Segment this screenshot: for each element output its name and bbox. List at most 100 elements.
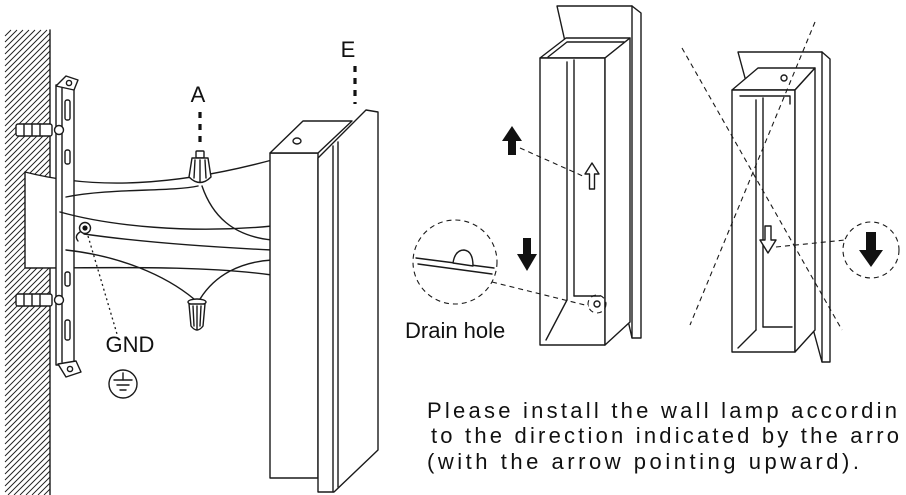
wall-hatch-line [4, 80, 51, 127]
housing-inner-bottom [737, 326, 793, 349]
zoom-circle [412, 219, 498, 305]
wall-hatch-line [4, 29, 24, 49]
wire-connector-bottom [187, 298, 207, 331]
arrow-up-icon [502, 126, 522, 155]
wall-hatch-line [4, 410, 51, 457]
wall-hatch-line [4, 29, 30, 55]
wall-hatch-line [4, 56, 51, 103]
wire [83, 233, 273, 251]
lamp-top-hole [292, 137, 302, 145]
housing-inner-rim [547, 41, 625, 58]
wall-hatch-line [7, 452, 51, 495]
arrow-up-outline-icon [584, 162, 600, 190]
wire-connector-top [188, 150, 212, 184]
wall-hatch-line [4, 29, 48, 73]
wall-anchor-bottom [15, 293, 53, 307]
wall-hatch-line [4, 302, 51, 349]
cross-out-line [681, 47, 843, 331]
wall-anchor-top [15, 123, 53, 137]
bracket-slot [64, 319, 71, 341]
bracket-hole [65, 79, 73, 87]
arrow-down-icon [859, 232, 883, 267]
arrow-leader-line [775, 239, 846, 248]
arrow-leader-line [519, 147, 586, 178]
wall-hatch-line [4, 440, 51, 487]
wall-hatch-line [4, 338, 51, 385]
wall-hatch-line [4, 404, 51, 451]
anchor-plug [15, 123, 53, 137]
ground-screw [75, 221, 92, 242]
wire [65, 185, 199, 198]
wall-hatch-line [4, 134, 51, 181]
wall-hatch-line [4, 29, 36, 61]
connector-rib [199, 305, 202, 327]
lamp-back-plate [317, 109, 379, 493]
wall-hatch-line [4, 320, 51, 367]
bracket-slot [64, 149, 71, 165]
arrow-head [502, 126, 522, 141]
zoom-surface-line [417, 263, 493, 275]
wall-hatch-line [4, 380, 51, 427]
anchor-screw-head [53, 294, 65, 306]
wall-hatch-line [4, 344, 51, 391]
wall-hatch-line [4, 68, 51, 115]
wire [201, 185, 273, 241]
instruction-line-2: to the direction indicated by the arro [431, 423, 899, 448]
wall-hatch-line [4, 422, 51, 469]
wall-hatch-line [4, 29, 12, 37]
wall-hatch-line [31, 476, 51, 495]
correct-orientation-view: Drain hole [405, 5, 642, 346]
instruction-line-1: Please install the wall lamp accordin [427, 398, 897, 423]
instruction-text: Please install the wall lamp accordin to… [427, 398, 899, 474]
wall-hatch-line [4, 446, 51, 493]
wire [59, 211, 273, 230]
housing-side-face [794, 67, 816, 353]
wall-hatch-line [4, 29, 42, 67]
ground-screw-center [82, 225, 88, 231]
wall-hatch-line [4, 398, 51, 445]
wall-hatch-line [4, 326, 51, 373]
arrow-shaft [866, 232, 876, 251]
wall-hatch-line [4, 32, 51, 79]
connector-rib [193, 159, 196, 179]
wall-hatch-line [37, 482, 51, 495]
lamp-front-face [269, 152, 319, 479]
wall-hatch-line [4, 308, 51, 355]
wall-hatch-line [4, 374, 51, 421]
wall-hatch-line [4, 92, 51, 139]
bracket-hole [66, 365, 74, 373]
housing-front-face [539, 57, 606, 346]
wall-hatch-line [4, 356, 51, 403]
wall-hatch-line [19, 464, 51, 495]
arrow-highlight-circle [842, 221, 900, 279]
connector-label: A [191, 82, 206, 107]
wall-hatch-line [4, 44, 51, 91]
connector-cap [195, 150, 205, 159]
drain-hole-label: Drain hole [405, 318, 505, 343]
wiring-view: A GND E [4, 29, 379, 495]
wall-hatch-line [4, 392, 51, 439]
wall-hatch-line [4, 428, 51, 475]
cross-out-line [689, 21, 816, 326]
arrow-down-outline-icon [759, 225, 777, 254]
wall-hatch-line [4, 350, 51, 397]
mounting-bracket [53, 75, 82, 378]
arrow-shaft [508, 140, 516, 155]
wall-hatch-line [4, 284, 51, 331]
wall-hatch-line [4, 29, 18, 43]
zoom-leader-line [491, 281, 590, 307]
drain-hole-highlight [587, 294, 607, 314]
housing-side-face [604, 37, 631, 346]
wire [199, 259, 273, 300]
wall-hatch-line [13, 458, 51, 495]
ground-wire-loop [75, 231, 81, 242]
lamp-label: E [341, 37, 356, 62]
wall-hatch-line [4, 266, 51, 313]
connector-rib [192, 305, 195, 327]
instruction-line-3: (with the arrow pointing upward). [427, 449, 859, 474]
connector-rib [204, 159, 207, 179]
wire [65, 249, 195, 300]
bracket-slot [64, 271, 71, 287]
arrow-head [859, 250, 883, 267]
